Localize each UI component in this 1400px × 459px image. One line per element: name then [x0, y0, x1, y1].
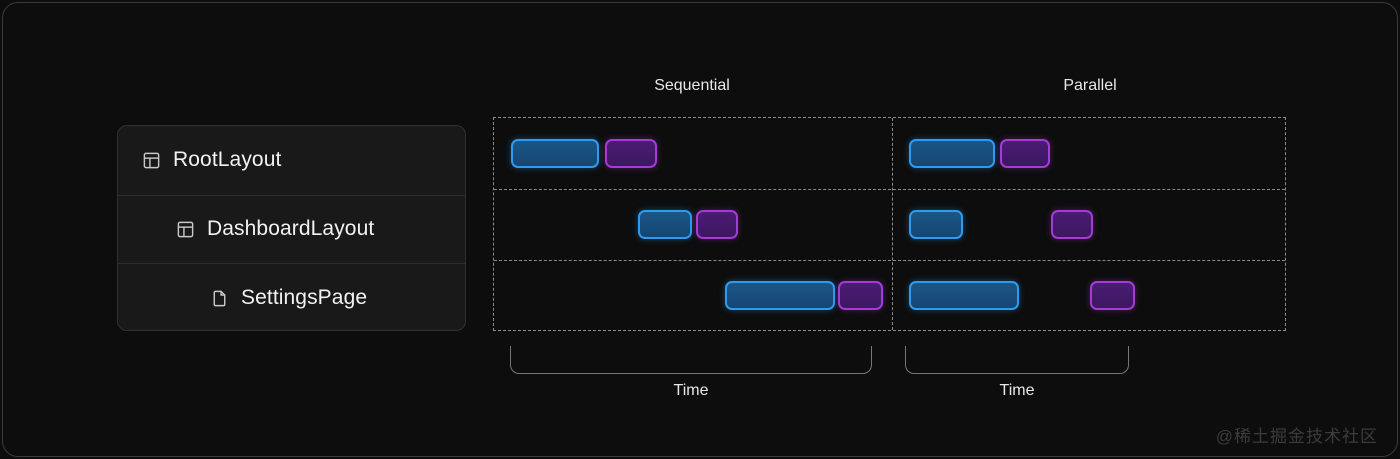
timeline-bar-render [605, 139, 657, 168]
layout-panel-icon [143, 152, 160, 169]
timeline-bar-render [1090, 281, 1135, 310]
timeline-bar-render [1000, 139, 1050, 168]
timeline-bar-loader [909, 210, 963, 239]
timeline-bar-loader [909, 139, 995, 168]
timeline-bar-render [696, 210, 738, 239]
timeline-bar-render [1051, 210, 1093, 239]
time-bracket-sequential [510, 346, 872, 374]
grid-column-divider [892, 118, 893, 330]
timeline-grid [493, 117, 1286, 331]
grid-row-divider [494, 189, 1285, 190]
timeline-bar-loader [511, 139, 599, 168]
timeline-bar-loader [638, 210, 692, 239]
time-label-sequential: Time [673, 382, 709, 399]
watermark: @稀土掘金技术社区 [1215, 427, 1378, 446]
grid-row-divider [494, 260, 1285, 261]
timeline-bar-loader [725, 281, 835, 310]
tree-row[interactable]: SettingsPage [118, 263, 465, 330]
timeline-bar-loader [909, 281, 1019, 310]
component-tree-panel: RootLayout DashboardLayout SettingsPage [117, 125, 466, 331]
time-bracket-parallel [905, 346, 1129, 374]
layout-panel-icon [177, 221, 194, 238]
timeline-bar-render [838, 281, 883, 310]
column-header-sequential: Sequential [654, 77, 730, 94]
tree-item-label: DashboardLayout [207, 217, 375, 241]
tree-row[interactable]: RootLayout [118, 126, 465, 195]
tree-item-label: SettingsPage [241, 286, 368, 310]
tree-item-label: RootLayout [173, 148, 282, 172]
file-icon [213, 290, 226, 306]
column-header-parallel: Parallel [1063, 77, 1117, 94]
time-label-parallel: Time [999, 382, 1035, 399]
tree-row[interactable]: DashboardLayout [118, 194, 465, 264]
